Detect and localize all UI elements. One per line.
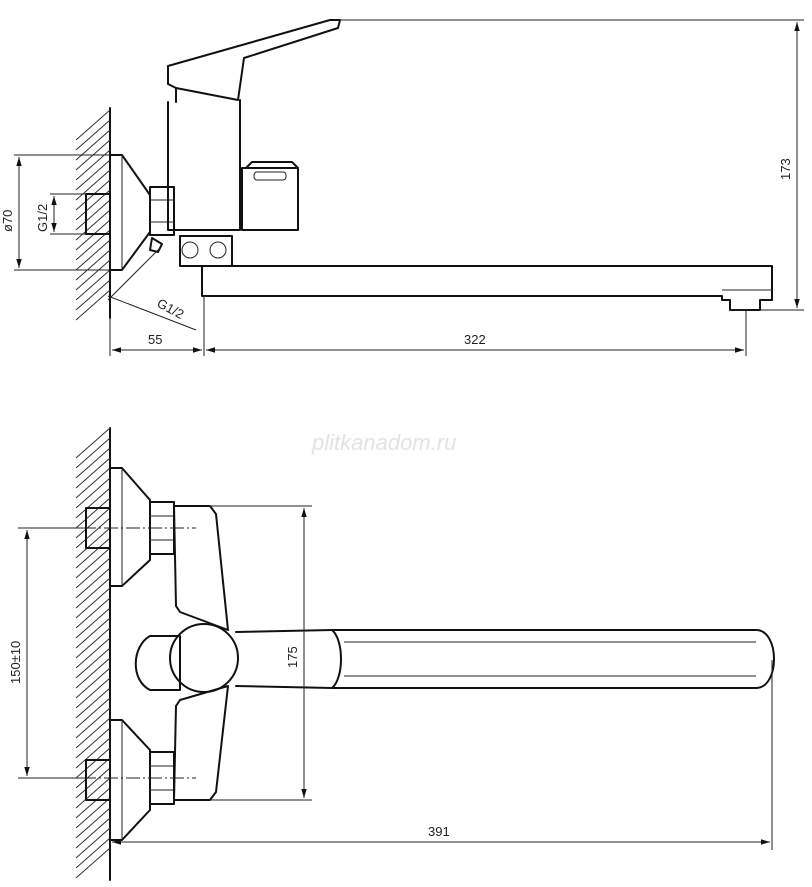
hatch-line xyxy=(75,727,111,759)
mixer-body-plan xyxy=(134,505,775,801)
hatch-line xyxy=(75,747,111,779)
dim-flange-diameter-label: ø70 xyxy=(0,210,15,232)
hatch-line xyxy=(75,239,111,271)
hatch-line xyxy=(75,209,111,241)
dim-outlet-thread-label: G1/2 xyxy=(155,295,187,321)
wall-hatch-bottom xyxy=(75,427,111,881)
hatch-line xyxy=(75,159,111,191)
hatch-line xyxy=(75,289,111,321)
hatch-line xyxy=(75,457,111,489)
hatch-line xyxy=(75,787,111,819)
hatch-line xyxy=(75,667,111,699)
hatch-line xyxy=(75,797,111,829)
hatch-line xyxy=(75,259,111,291)
dim-total-length: 391 xyxy=(112,660,773,850)
dim-height: 173 xyxy=(340,19,804,311)
hatch-line xyxy=(75,847,111,879)
hatch-line xyxy=(75,169,111,201)
spout xyxy=(201,265,773,311)
hatch-line xyxy=(75,517,111,549)
hatch-line xyxy=(75,547,111,579)
hatch-line xyxy=(75,497,111,529)
hatch-line xyxy=(75,527,111,559)
hatch-line xyxy=(75,677,111,709)
side-view: ø70 G1/2 G1/2 173 55 xyxy=(0,19,804,356)
hatch-line xyxy=(75,279,111,311)
hatch-line xyxy=(75,537,111,569)
hatch-line xyxy=(75,707,111,739)
wall-hatch-top xyxy=(75,107,111,321)
dim-center-distance: 150±10 xyxy=(8,527,86,779)
hatch-line xyxy=(75,717,111,749)
hatch-line xyxy=(75,507,111,539)
hatch-line xyxy=(75,487,111,519)
union-nut xyxy=(149,186,175,253)
hatch-line xyxy=(75,427,111,459)
hatch-line xyxy=(75,269,111,301)
dim-horizontal-side: 55 322 xyxy=(109,296,747,356)
hatch-line xyxy=(75,647,111,679)
hatch-line xyxy=(75,467,111,499)
hatch-line xyxy=(75,687,111,719)
dim-height-label: 173 xyxy=(778,158,793,180)
watermark: plitkanadom.ru xyxy=(311,430,456,455)
mixer-body xyxy=(167,19,341,267)
dim-spout-reach-label: 322 xyxy=(464,332,486,347)
hatch-line xyxy=(75,827,111,859)
dim-body-length: 175 xyxy=(210,505,312,801)
dim-inlet-thread: G1/2 xyxy=(35,193,86,235)
hatch-line xyxy=(75,557,111,589)
dim-total-length-label: 391 xyxy=(428,824,450,839)
wall-flange xyxy=(109,154,151,271)
dim-wall-offset-label: 55 xyxy=(148,332,162,347)
hatch-line xyxy=(75,607,111,639)
dim-inlet-thread-label: G1/2 xyxy=(35,204,50,232)
dim-outlet-thread: G1/2 xyxy=(107,247,197,331)
hatch-line xyxy=(75,757,111,789)
hatch-line xyxy=(75,119,111,151)
hatch-line xyxy=(75,477,111,509)
hatch-line xyxy=(75,697,111,729)
hatch-line xyxy=(75,767,111,799)
top-view: 150±10 175 391 xyxy=(8,427,775,881)
dim-body-length-label: 175 xyxy=(285,646,300,668)
hatch-line xyxy=(75,777,111,809)
inlet-pipe xyxy=(85,193,111,235)
hatch-line xyxy=(75,597,111,629)
hatch-line xyxy=(75,199,111,231)
hatch-line xyxy=(75,657,111,689)
hatch-line xyxy=(75,627,111,659)
dim-center-distance-label: 150±10 xyxy=(8,641,23,684)
hatch-line xyxy=(75,637,111,669)
hatch-line xyxy=(75,437,111,469)
hatch-line xyxy=(75,587,111,619)
hatch-line xyxy=(75,249,111,281)
hatch-line xyxy=(75,817,111,849)
dim-flange-diameter: ø70 xyxy=(0,154,110,271)
hatch-line xyxy=(75,577,111,609)
hatch-line xyxy=(75,447,111,479)
hatch-line xyxy=(75,837,111,869)
hatch-line xyxy=(75,737,111,769)
hatch-line xyxy=(75,807,111,839)
hatch-line xyxy=(75,567,111,599)
hatch-line xyxy=(75,109,111,141)
hatch-line xyxy=(75,617,111,649)
